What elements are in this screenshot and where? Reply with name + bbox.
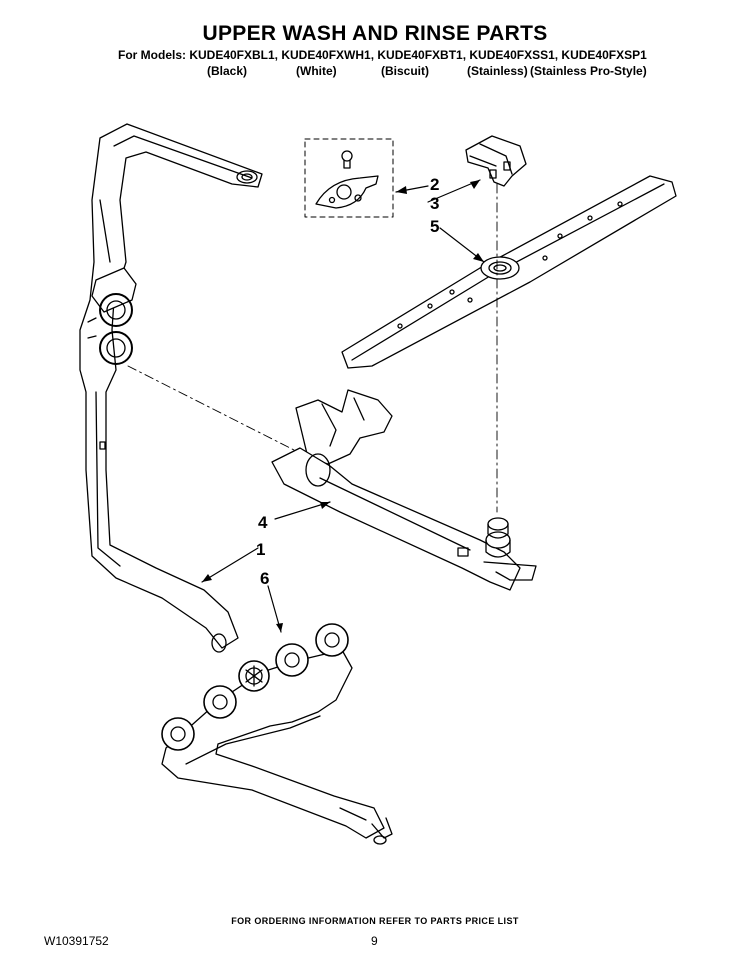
page-number: 9 xyxy=(371,934,378,948)
callout-2: 2 xyxy=(430,175,439,194)
color-black: (Black) xyxy=(207,64,248,78)
model-list: For Models: KUDE40FXBL1, KUDE40FXWH1, KU… xyxy=(118,48,647,62)
color-white: (White) xyxy=(296,64,337,78)
callout-1: 1 xyxy=(256,540,265,559)
part-4-manifold xyxy=(271,389,537,591)
arrow-heads xyxy=(202,180,484,632)
ordering-note: FOR ORDERING INFORMATION REFER TO PARTS … xyxy=(231,916,519,926)
part-3-mount-bracket xyxy=(465,135,527,187)
callout-4: 4 xyxy=(258,513,268,532)
model-colors: (Black) (White) (Biscuit) (Stainless) (S… xyxy=(0,64,750,80)
part-6-lower-manifold xyxy=(161,623,393,845)
color-biscuit: (Biscuit) xyxy=(381,64,429,78)
document-number: W10391752 xyxy=(44,934,109,948)
color-stainless: (Stainless) xyxy=(467,64,528,78)
callout-5: 5 xyxy=(430,217,439,236)
alignment-lines xyxy=(127,183,498,513)
part-5-spray-arm xyxy=(341,175,677,369)
part-2-detail-box xyxy=(304,138,394,218)
callout-3: 3 xyxy=(430,194,439,213)
color-stainless-pro-style: (Stainless Pro-Style) xyxy=(530,64,647,78)
part-1-supply-tube xyxy=(79,123,263,653)
page-title: UPPER WASH AND RINSE PARTS xyxy=(202,22,548,45)
callout-6: 6 xyxy=(260,569,269,588)
